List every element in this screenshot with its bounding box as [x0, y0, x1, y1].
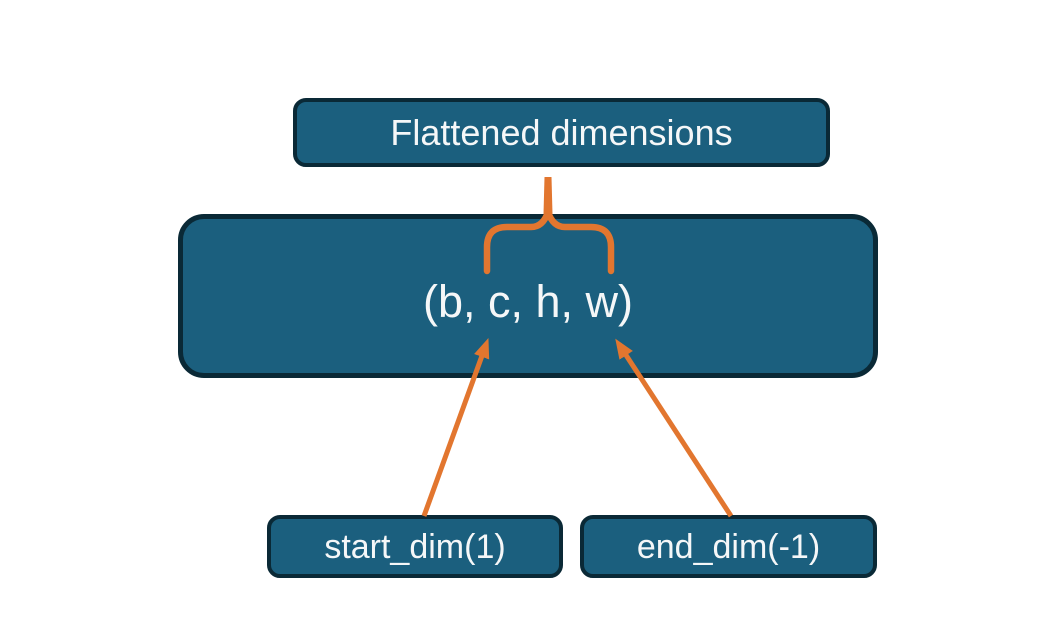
flattened-dimensions-label: Flattened dimensions	[390, 111, 733, 153]
brace-stem-icon	[543, 177, 553, 214]
end-dim-box: end_dim(-1)	[580, 515, 877, 578]
start-dim-box: start_dim(1)	[267, 515, 563, 578]
start-dim-label: start_dim(1)	[324, 527, 506, 566]
tensor-shape-label: (b, c, h, w)	[422, 275, 634, 327]
end-dim-label: end_dim(-1)	[636, 527, 821, 566]
flattened-dimensions-box: Flattened dimensions	[293, 98, 830, 167]
tensor-shape-box: (b, c, h, w)	[178, 214, 878, 378]
